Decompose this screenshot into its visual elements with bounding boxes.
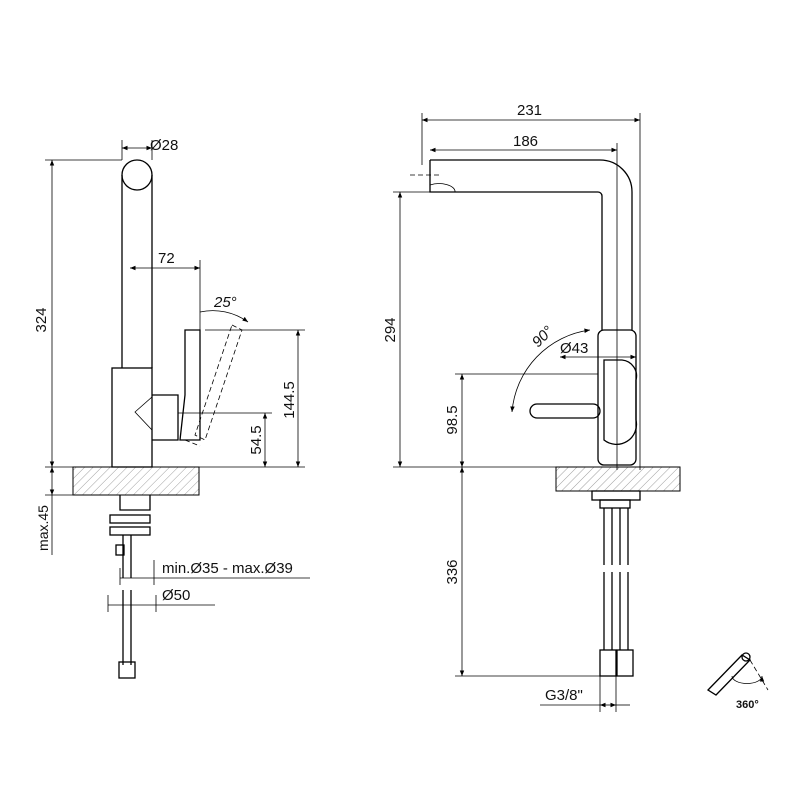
dim-total-reach: 231 [517,102,542,119]
dim-spout-reach: 186 [513,133,538,150]
countertop-section [555,466,681,492]
dim-spout-height: 294 [382,317,399,342]
dim-body-diameter: Ø43 [560,340,588,357]
handle-joint [134,396,153,432]
dim-handle-angle: 25° [213,294,237,311]
dim-handle-offset: 72 [158,250,175,267]
handle-lever [529,403,601,419]
dim-max-thickness: max.45 [35,505,51,551]
spout-column [121,175,153,368]
spout-head [121,159,153,191]
spout-arm [429,159,633,330]
dim-base-diameter: Ø50 [162,587,190,604]
dim-lever-angle: 90° [529,323,557,351]
hose-connector [599,649,617,677]
supply-hoses [603,508,629,565]
side-view: 324 Ø28 72 25° 144.5 54.5 max.45 min.Ø35… [33,137,310,679]
faucet-body [111,367,153,468]
handle-base [152,394,179,441]
dim-hole-range: min.Ø35 - max.Ø39 [162,560,293,577]
dim-spout-diameter: Ø28 [150,137,178,154]
threaded-rod [122,535,132,578]
dim-handle-base: 54.5 [248,425,265,454]
handle-lever [179,329,201,441]
dim-hose-length: 336 [444,559,461,584]
rotation-label: 360° [736,699,759,711]
handle-knob [603,359,638,446]
hose-connector [616,649,634,677]
dim-total-height: 324 [33,307,50,332]
countertop-section [72,466,200,496]
supply-hose [122,590,132,665]
front-view: 231 186 294 90° Ø43 98.5 336 G3/8" [382,102,681,712]
aerator [429,183,456,193]
dim-lever-height: 98.5 [444,405,461,434]
hose-connector [118,661,136,679]
lever-open-position [194,324,243,441]
rotation-icon: 360° [706,652,769,711]
dim-thread-size: G3/8" [545,687,583,704]
dim-lever-height: 144.5 [281,381,298,419]
